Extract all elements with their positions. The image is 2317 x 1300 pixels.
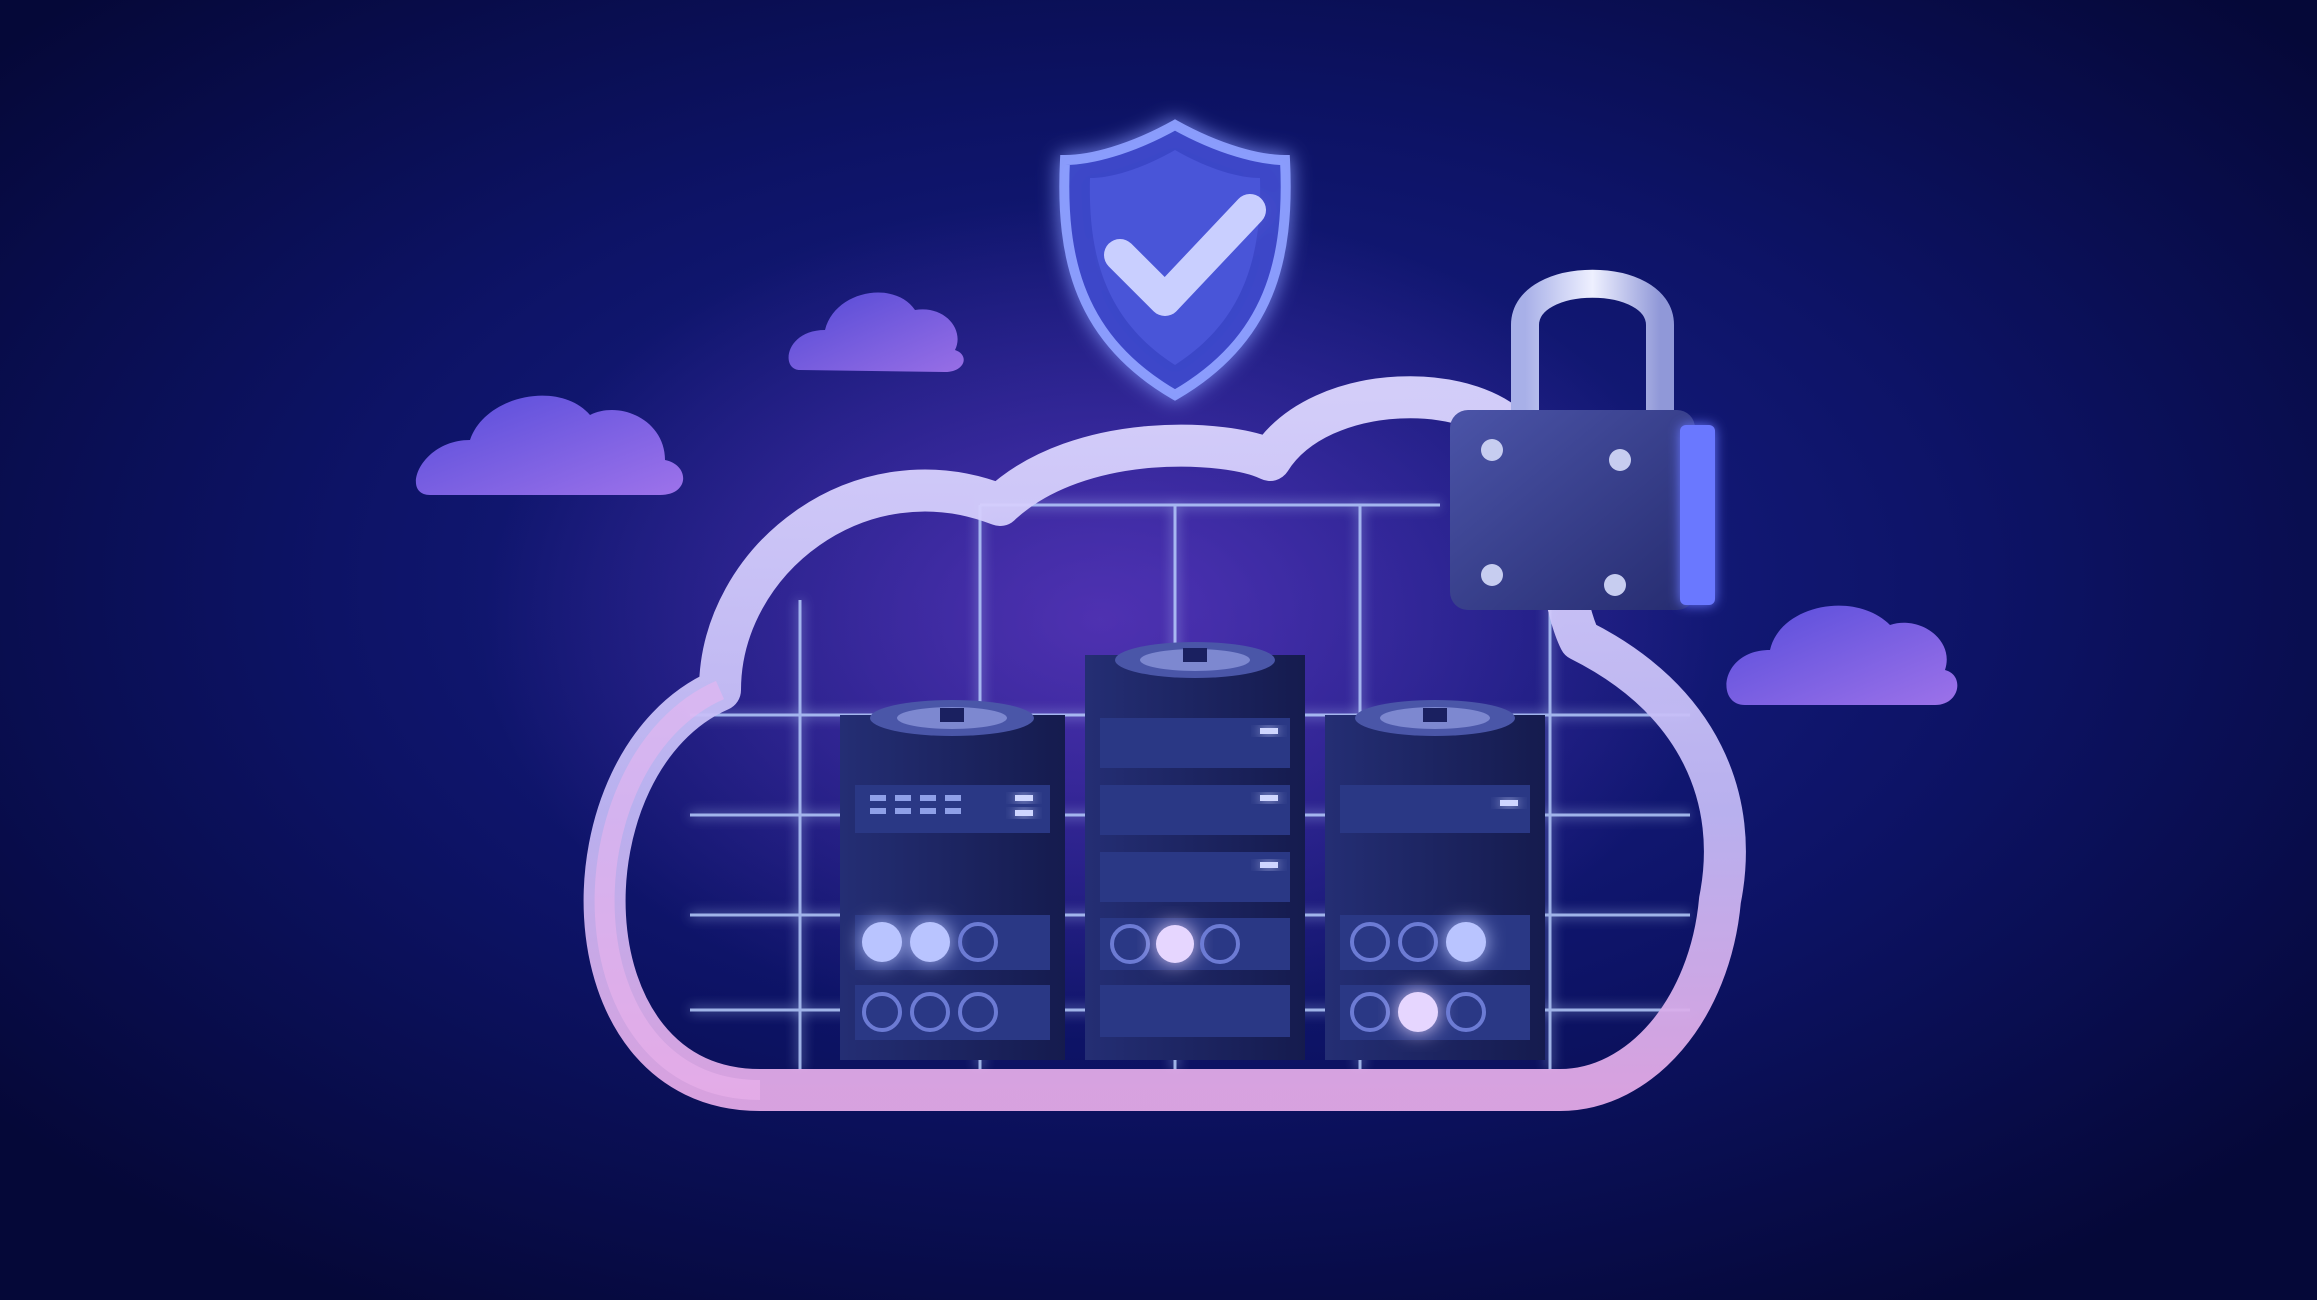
- padlock-icon: [1450, 269, 1715, 610]
- cloud-icon: [1726, 605, 1958, 705]
- shield-check-icon: [1059, 119, 1291, 401]
- cloud-frame: [583, 376, 1746, 1111]
- cloud-icon: [415, 395, 684, 495]
- server-rack-icon: [1325, 700, 1545, 1060]
- server-rack-icon: [840, 700, 1065, 1060]
- cloud-icon: [788, 292, 964, 372]
- server-rack-icon: [1085, 642, 1305, 1060]
